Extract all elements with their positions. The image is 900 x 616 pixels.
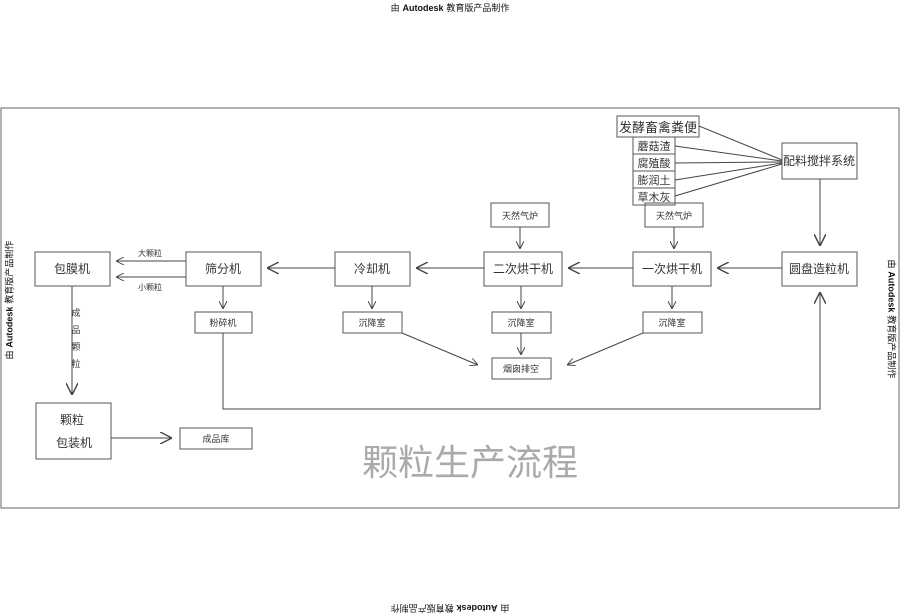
material-line-1: [674, 145, 783, 162]
gas-furnace-label-2: 天然气炉: [502, 210, 538, 222]
dryer2-box: [483, 251, 563, 287]
mixing-system-label: 配料搅拌系统: [783, 153, 855, 168]
packaging-label-line1: 颗粒: [60, 412, 84, 427]
material-label-3: 膨润土: [638, 173, 671, 187]
arrow-settling1-exhaust: [401, 332, 478, 365]
exhaust-box: [491, 357, 552, 380]
finished-label-char-3: 颗: [71, 342, 80, 353]
material-label-2: 腐殖酸: [638, 156, 671, 170]
screener-label: 筛分机: [205, 261, 241, 276]
dryer1-label: 一次烘干机: [642, 262, 702, 276]
gas-furnace-label-1: 天然气炉: [656, 210, 692, 222]
warehouse-label: 成品库: [202, 433, 229, 445]
packaging-label-line2: 包装机: [56, 436, 92, 450]
material-line-header: [698, 125, 783, 161]
material-line-4: [674, 163, 783, 197]
finished-label-char-1: 成: [71, 307, 80, 319]
watermark-top: 由 Autodesk 教育版产品制作: [390, 3, 510, 14]
settling-label-3: 沉降室: [658, 317, 685, 329]
materials-header-label: 发酵畜禽粪便: [619, 120, 697, 136]
granulator-label: 圆盘造粒机: [789, 261, 849, 276]
settling-label-1: 沉降室: [358, 317, 385, 329]
coating-machine-label: 包膜机: [54, 262, 90, 276]
settling-box-1: [342, 311, 403, 334]
material-label-1: 蘑菇渣: [638, 139, 671, 153]
crusher-label: 粉碎机: [209, 317, 236, 329]
large-particles-label: 大颗粒: [138, 248, 162, 258]
material-line-3: [674, 162, 783, 181]
material-box-4: [632, 187, 676, 206]
material-label-4: 草木灰: [638, 190, 671, 204]
arrow-settling3-exhaust: [567, 332, 644, 365]
drawing-frame: [0, 107, 900, 509]
finished-label-char-2: 品: [71, 325, 80, 336]
settling-label-2: 沉降室: [507, 317, 534, 329]
material-line-2: [674, 161, 783, 164]
granulator-box: [781, 251, 858, 287]
arrow-crusher-recycle: [222, 292, 820, 410]
small-particles-label: 小颗粒: [138, 282, 162, 292]
cooler-label: 冷却机: [354, 262, 390, 276]
finished-label-char-4: 粒: [71, 358, 80, 370]
settling-box-3: [642, 311, 703, 334]
warehouse-box: [179, 427, 253, 450]
dryer2-label: 二次烘干机: [493, 262, 553, 276]
packaging-machine-box: [35, 402, 112, 460]
exhaust-label: 烟囱排空: [503, 363, 539, 375]
diagram-title: 颗粒生产流程: [362, 443, 578, 484]
